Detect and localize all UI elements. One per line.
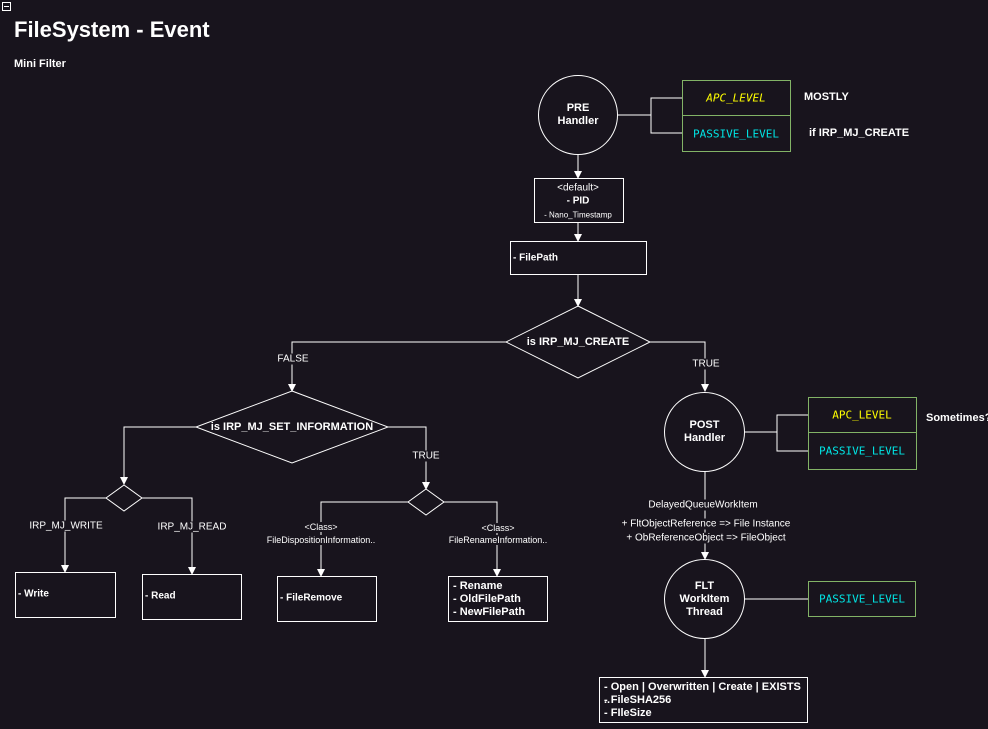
false-label: FALSE <box>275 353 311 365</box>
setinfo-true-arrow <box>388 426 430 490</box>
pre-apc-box <box>682 80 791 116</box>
irp-write-label: IRP_MJ_WRITE <box>27 520 105 532</box>
class-rename-name: FileRenameInformation.. <box>446 535 550 545</box>
decision-create-label: is IRP_MJ_CREATE <box>526 336 630 348</box>
result-box: - Open | Overwritten | Create | EXISTS .… <box>599 677 808 723</box>
fileremove-box <box>277 576 377 622</box>
flt-workitem-node[interactable]: FLT WorkItem Thread <box>664 559 745 639</box>
result-line-3: - FIleSize <box>604 707 652 719</box>
delayed-queue-line-1: DelayedQueueWorkItem <box>646 499 760 511</box>
pre-to-levels-connector <box>618 97 682 134</box>
write-box <box>15 572 116 618</box>
write-read-diamond <box>105 484 143 512</box>
pre-note-mostly: MOSTLY <box>804 91 849 103</box>
decision-setinfo-label: is IRP_MJ_SET_INFORMATION <box>210 421 374 433</box>
to-rename-arrow <box>444 501 501 577</box>
pre-passive-level: PASSIVE_LEVEL <box>692 127 780 141</box>
result-line-2: - FileSHA256 <box>604 694 672 706</box>
default-tag: <default> <box>557 182 599 194</box>
collapse-icon[interactable] <box>2 2 11 11</box>
write-label: - Write <box>18 588 49 600</box>
post-handler-label-2: Handler <box>684 432 725 444</box>
post-handler-label-1: POST <box>689 419 720 431</box>
delayed-queue-line-2: + FltObjectReference => File Instance <box>619 518 793 530</box>
page-subtitle: Mini Filter <box>14 58 66 70</box>
pre-handler-label-1: PRE <box>566 102 590 114</box>
to-read-arrow <box>142 497 196 575</box>
delayed-queue-line-3: + ObReferenceObject => FileObject <box>624 532 788 544</box>
pre-handler-label-2: Handler <box>557 115 599 127</box>
default-pid: - PID <box>566 195 590 207</box>
flt-passive-level: PASSIVE_LEVEL <box>818 592 906 606</box>
flt-label-1: FLT <box>694 579 715 592</box>
pre-note-if-create: if IRP_MJ_CREATE <box>809 127 910 139</box>
to-fileremove-arrow <box>317 501 408 577</box>
false-branch-arrow <box>288 341 506 392</box>
post-passive-level: PASSIVE_LEVEL <box>818 444 906 458</box>
page-title: FileSystem - Event <box>14 17 210 42</box>
fileremove-label: - FileRemove <box>280 592 343 604</box>
decision-create-diamond <box>504 305 652 379</box>
flt-passive-box <box>808 581 916 617</box>
true-branch-arrow <box>650 341 709 392</box>
post-to-levels-connector <box>745 414 808 452</box>
default-fields-box <box>534 178 624 223</box>
rename-box: - Rename - OldFilePath - NewFilePath <box>448 576 548 622</box>
filepath-label: - FilePath <box>513 252 559 264</box>
to-write-arrow <box>61 497 106 573</box>
filepath-box <box>510 241 647 275</box>
true-label-right: TRUE <box>690 358 722 370</box>
flt-label-3: Thread <box>686 605 723 618</box>
result-line-1: - Open | Overwritten | Create | EXISTS .… <box>604 681 801 706</box>
post-apc-box <box>808 397 917 433</box>
post-apc-level: APC_LEVEL <box>832 408 892 422</box>
post-note-sometimes: Sometimes? <box>926 412 988 424</box>
flt-label-2: WorkItem <box>679 592 730 605</box>
post-handler-node[interactable]: POST Handler <box>664 392 745 472</box>
rename-line-2: - OldFilePath <box>453 593 521 605</box>
class-rename-tag: <Class> <box>479 523 517 533</box>
rename-line-1: - Rename <box>453 580 503 592</box>
decision-setinfo-diamond <box>194 390 390 464</box>
default-timestamp: - Nano_Timestamp <box>544 210 612 220</box>
pre-handler-node[interactable]: PRE Handler <box>538 75 618 155</box>
read-box <box>142 574 242 620</box>
class-diamond <box>407 488 445 516</box>
setinfo-false-arrow <box>120 426 196 485</box>
read-label: - Read <box>145 590 176 602</box>
rename-line-3: - NewFilePath <box>453 606 526 618</box>
true-label-left: TRUE <box>410 450 442 462</box>
class-disposition-tag: <Class> <box>302 522 340 532</box>
class-disposition-name: FileDispositionInformation.. <box>264 535 378 545</box>
irp-read-label: IRP_MJ_READ <box>155 521 229 533</box>
pre-apc-level: APC_LEVEL <box>706 91 766 105</box>
